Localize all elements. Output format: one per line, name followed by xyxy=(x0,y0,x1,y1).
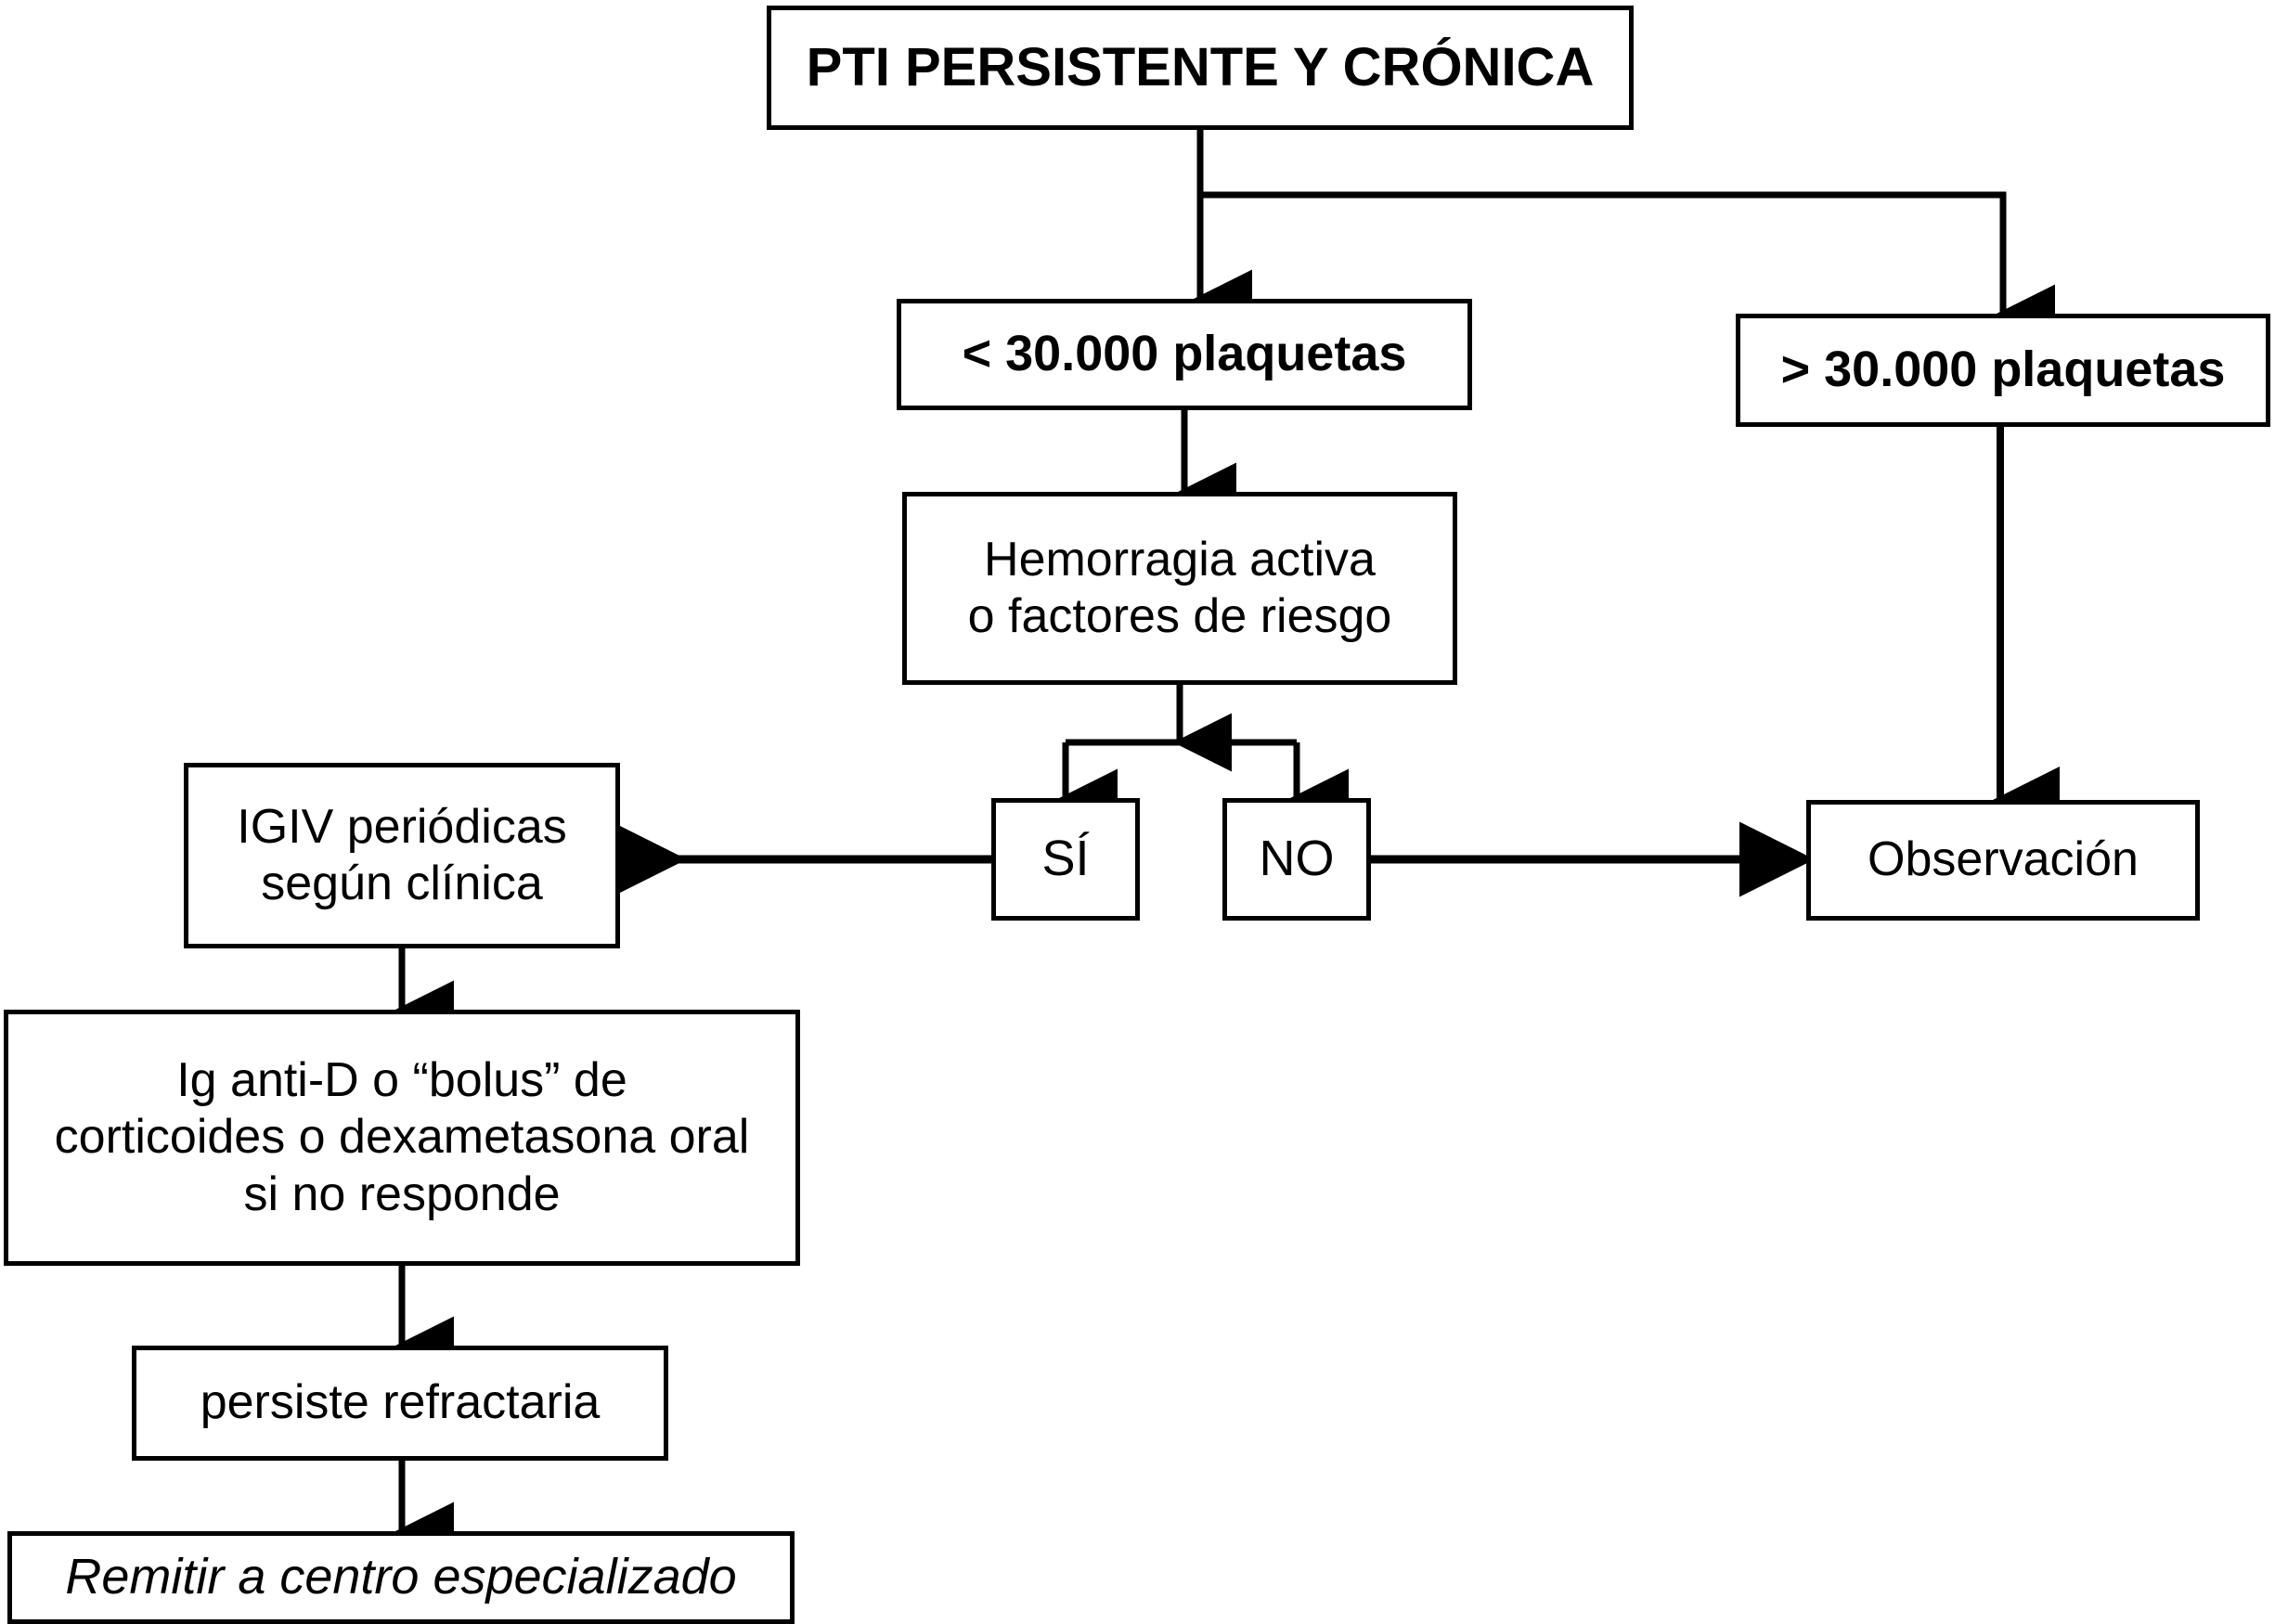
node-label-refractory: persiste refractaria xyxy=(200,1375,601,1430)
node-label-refer: Remitir a centro especializado xyxy=(65,1549,737,1605)
node-refractory[interactable]: persiste refractaria xyxy=(132,1346,668,1461)
node-low-platelets[interactable]: < 30.000 plaquetas xyxy=(897,299,1472,410)
node-label-no: NO xyxy=(1259,831,1335,887)
node-label-yes: SÍ xyxy=(1041,831,1090,887)
edge-root-to-high-platelets xyxy=(1200,191,2055,343)
node-label-root: PTI PERSISTENTE Y CRÓNICA xyxy=(806,36,1595,97)
node-label-bleeding: Hemorragia activa o factores de riesgo xyxy=(967,532,1392,643)
node-root[interactable]: PTI PERSISTENTE Y CRÓNICA xyxy=(767,6,1634,130)
node-bleeding[interactable]: Hemorragia activa o factores de riesgo xyxy=(902,492,1457,685)
edge-bleeding-split xyxy=(1059,685,1349,828)
node-label-low-platelets: < 30.000 plaquetas xyxy=(962,326,1407,382)
node-refer[interactable]: Remitir a centro especializado xyxy=(7,1531,795,1624)
node-label-high-platelets: > 30.000 plaquetas xyxy=(1780,342,2226,398)
node-no[interactable]: NO xyxy=(1222,798,1371,921)
node-yes[interactable]: SÍ xyxy=(991,798,1140,921)
node-antid[interactable]: Ig anti-D o “bolus” de corticoides o dex… xyxy=(4,1010,800,1266)
node-observation[interactable]: Observación xyxy=(1806,800,2200,921)
node-label-igiv: IGIV periódicas según clínica xyxy=(237,799,567,910)
node-igiv[interactable]: IGIV periódicas según clínica xyxy=(184,763,620,948)
node-high-platelets[interactable]: > 30.000 plaquetas xyxy=(1736,314,2270,427)
node-label-observation: Observación xyxy=(1868,832,2139,887)
node-label-antid: Ig anti-D o “bolus” de corticoides o dex… xyxy=(54,1052,750,1221)
